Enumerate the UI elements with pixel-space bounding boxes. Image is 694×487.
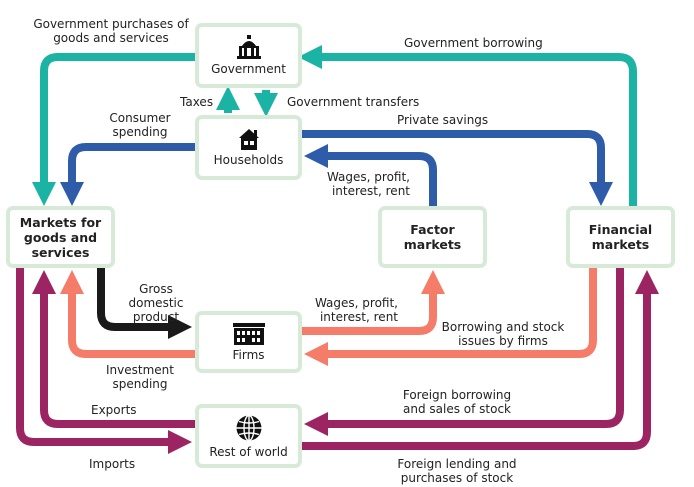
node-households-label: Households <box>213 153 284 167</box>
node-households: Households <box>195 115 302 180</box>
flow-borrowing-stock <box>304 268 597 366</box>
flow-investment-spending <box>60 270 195 358</box>
flow-government-purchases <box>32 53 195 206</box>
node-financial-markets: Financial markets <box>566 206 675 268</box>
label-foreign-lending: Foreign lending and purchases of stock <box>397 457 517 485</box>
flow-exports <box>32 270 195 428</box>
house-icon <box>238 129 259 150</box>
label-foreign-borrowing: Foreign borrowing and sales of stock <box>402 388 512 416</box>
node-firms-label: Firms <box>232 347 265 362</box>
node-firms: Firms <box>195 311 302 373</box>
label-exports: Exports <box>91 403 137 417</box>
flow-imports <box>16 268 192 454</box>
label-gdp: Gross domestic product <box>128 282 184 324</box>
node-markets-label: Markets for goods and services <box>19 214 102 260</box>
flow-foreign-lending <box>302 270 659 450</box>
node-rest-of-world: Rest of world <box>195 404 302 468</box>
label-taxes: Taxes <box>180 95 214 109</box>
flow-government-borrowing <box>298 45 637 206</box>
node-factor-label: Factor markets <box>403 222 462 252</box>
flow-foreign-borrowing <box>304 268 624 436</box>
node-world-label: Rest of world <box>209 444 288 459</box>
flow-wages-to-households <box>304 144 437 206</box>
label-consumer-spending: Consumer spending <box>109 111 171 139</box>
label-investment-spending: Investment spending <box>106 363 174 391</box>
node-financial-label: Financial markets <box>588 222 653 252</box>
flow-consumer-spending <box>60 143 195 206</box>
globe-icon <box>236 414 261 441</box>
node-factor-markets: Factor markets <box>378 206 487 268</box>
node-markets-goods-services: Markets for goods and services <box>6 206 115 268</box>
node-government-label: Government <box>211 62 286 76</box>
label-gov-transfers: Government transfers <box>287 95 420 109</box>
label-imports: Imports <box>89 457 136 471</box>
factory-icon <box>232 322 265 345</box>
flow-wages-to-factor <box>302 270 445 335</box>
flow-gdp <box>97 268 192 339</box>
label-borrowing-stock: Borrowing and stock issues by firms <box>441 320 565 348</box>
label-gov-purchases: Government purchases of goods and servic… <box>33 17 189 45</box>
capitol-building-icon <box>236 35 261 59</box>
label-wages-top: Wages, profit, interest, rent <box>326 170 410 198</box>
node-government: Government <box>195 23 302 88</box>
label-wages-bottom: Wages, profit, interest, rent <box>314 296 398 324</box>
label-gov-borrowing: Government borrowing <box>404 36 543 50</box>
label-private-savings: Private savings <box>397 113 489 127</box>
flow-private-savings <box>302 130 613 206</box>
